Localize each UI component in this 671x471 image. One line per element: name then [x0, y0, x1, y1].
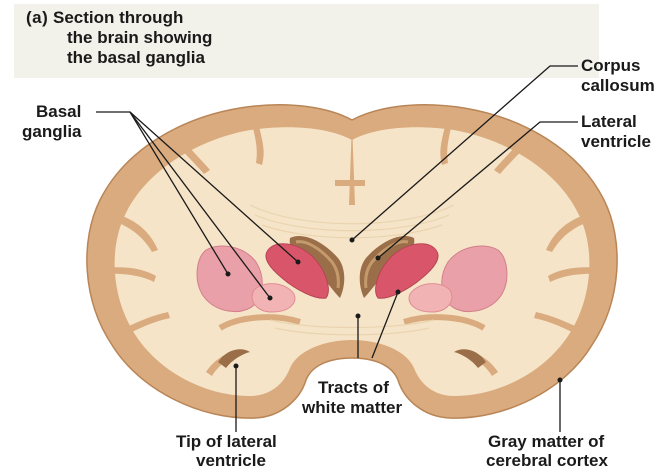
label-gray-matter-2: cerebral cortex [486, 451, 608, 470]
globus-pallidus-left [251, 283, 296, 313]
putamen-left [196, 245, 263, 312]
label-corpus-callosum-1: Corpus [581, 56, 641, 75]
label-lateral-ventricle-2: ventricle [581, 132, 651, 151]
title-line-2: the brain showing [67, 28, 213, 47]
label-gray-matter-1: Gray matter of [488, 432, 605, 451]
label-tip-lateral-ventricle-2: ventricle [196, 451, 266, 470]
title-panel [14, 4, 599, 78]
temporal-horn-left [218, 349, 250, 368]
gyri-folds [104, 122, 600, 376]
title-line-3: the basal ganglia [67, 48, 205, 67]
lateral-fissure-left [218, 314, 301, 331]
label-basal-ganglia-2: ganglia [22, 122, 82, 141]
label-tracts-1: Tracts of [318, 378, 389, 397]
caudate-right [375, 243, 439, 299]
label-corpus-callosum-2: callosum [581, 76, 655, 95]
label-tip-lateral-ventricle-1: Tip of lateral [176, 432, 277, 451]
label-basal-ganglia-1: Basal [36, 102, 82, 121]
caudate-left [265, 243, 329, 299]
temporal-horn-right [454, 349, 486, 368]
globus-pallidus-right [408, 283, 453, 313]
leader-dots [225, 237, 563, 383]
label-lateral-ventricle-1: Lateral [581, 112, 637, 131]
putamen-right [441, 245, 508, 312]
lateral-fissure-right [403, 314, 486, 331]
label-tracts-2: white matter [302, 398, 403, 417]
title-text-1: Section through [53, 8, 184, 27]
white-matter [114, 127, 590, 397]
leader-lines [96, 65, 578, 432]
figure-tag: (a) [26, 8, 49, 27]
title-line-1: (a) Section through [26, 8, 183, 28]
